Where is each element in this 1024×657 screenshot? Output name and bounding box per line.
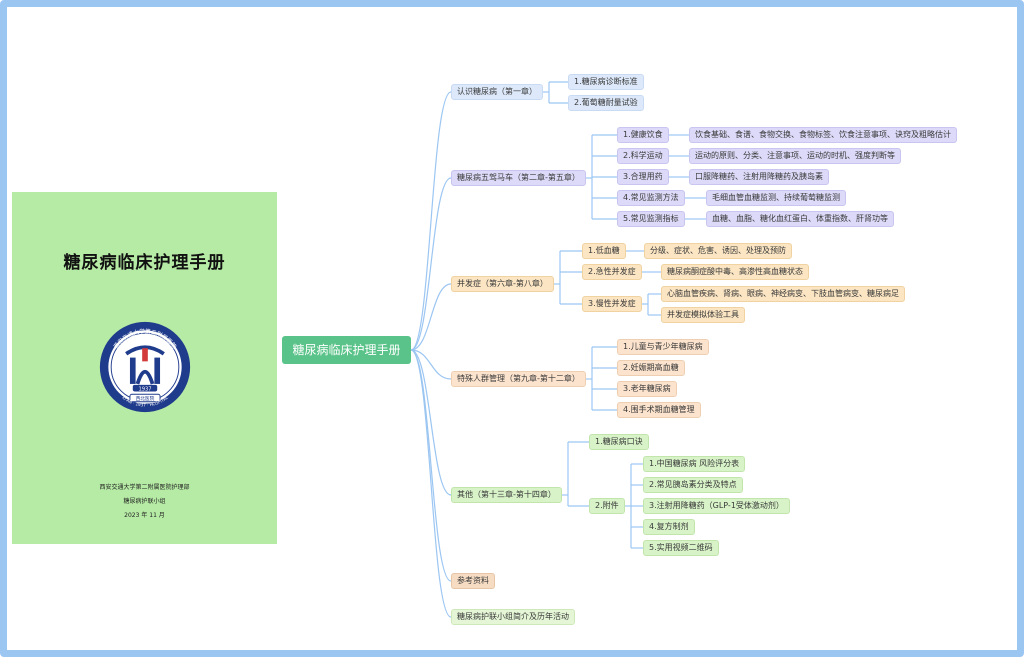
connector-branch-references xyxy=(410,349,452,582)
node-hypoglycemia[interactable]: 1.低血糖 xyxy=(582,243,626,259)
hospital-seal-icon: 1937 西北医院 西安交通大学第二附属医院 XI'AN · 1937 · HO… xyxy=(99,321,191,413)
node-ogtt[interactable]: 2.葡萄糖耐量试验 xyxy=(568,95,644,111)
detail-chronic-complications[interactable]: 心脑血管疾病、肾病、眼病、神经病变、下肢血管病变、糖尿病足 xyxy=(661,286,905,302)
cover-panel: 糖尿病临床护理手册 1937 西北医院 西安交通大学第二附属医院 XI'AN ·… xyxy=(12,192,277,544)
detail-acute-complications[interactable]: 糖尿病酮症酸中毒、高渗性高血糖状态 xyxy=(661,264,809,280)
appendix-glp1[interactable]: 3.注射用降糖药（GLP-1受体激动剂） xyxy=(643,498,790,514)
branch-complications[interactable]: 并发症（第六章-第八章） xyxy=(451,276,554,292)
detail-hypoglycemia[interactable]: 分级、症状、危害、诱因、处理及预防 xyxy=(644,243,792,259)
detail-monitoring-indicators[interactable]: 血糖、血脂、糖化血红蛋白、体重指数、肝肾功等 xyxy=(706,211,894,227)
mindmap-root[interactable]: 糖尿病临床护理手册 xyxy=(282,336,411,364)
cover-org-line1: 西安交通大学第二附属医院护理部 xyxy=(99,484,190,491)
node-appendix[interactable]: 2.附件 xyxy=(589,498,625,514)
node-chronic-complications[interactable]: 3.慢性并发症 xyxy=(582,296,642,312)
node-monitoring-methods[interactable]: 4.常见监测方法 xyxy=(617,190,685,206)
appendix-compound[interactable]: 4.复方制剂 xyxy=(643,519,695,535)
node-exercise[interactable]: 2.科学运动 xyxy=(617,148,669,164)
appendix-qr-videos[interactable]: 5.实用视频二维码 xyxy=(643,540,719,556)
node-medication[interactable]: 3.合理用药 xyxy=(617,169,669,185)
connector-branch-five-carriages xyxy=(410,177,452,351)
branch-five-carriages[interactable]: 糖尿病五驾马车（第二章-第五章） xyxy=(451,170,586,186)
connector-branch-team-intro xyxy=(410,349,452,618)
seal-ribbon: 西北医院 xyxy=(136,395,155,402)
node-diagnosis-criteria[interactable]: 1.糖尿病诊断标准 xyxy=(568,74,644,90)
node-mnemonics[interactable]: 1.糖尿病口诀 xyxy=(589,434,649,450)
cover-title: 糖尿病临床护理手册 xyxy=(63,253,226,273)
connector-branch-complications xyxy=(410,283,452,351)
seal-year: 1937 xyxy=(138,387,151,393)
node-healthy-diet[interactable]: 1.健康饮食 xyxy=(617,127,669,143)
detail-healthy-diet[interactable]: 饮食基础、食谱、食物交换、食物标签、饮食注意事项、诀窍及粗略估计 xyxy=(689,127,957,143)
branch-references[interactable]: 参考资料 xyxy=(451,573,495,589)
node-perioperative[interactable]: 4.围手术期血糖管理 xyxy=(617,402,701,418)
branch-others[interactable]: 其他（第十三章-第十四章） xyxy=(451,487,562,503)
node-acute-complications[interactable]: 2.急性并发症 xyxy=(582,264,642,280)
branch-team-intro[interactable]: 糖尿病护联小组简介及历年活动 xyxy=(451,609,575,625)
detail-simulation-tools[interactable]: 并发症模拟体验工具 xyxy=(661,307,745,323)
node-elderly[interactable]: 3.老年糖尿病 xyxy=(617,381,677,397)
connector-branch-chapter1 xyxy=(410,91,452,351)
appendix-insulin-types[interactable]: 2.常见胰岛素分类及特点 xyxy=(643,477,743,493)
detail-medication[interactable]: 口服降糖药、注射用降糖药及胰岛素 xyxy=(689,169,829,185)
branch-special-populations[interactable]: 特殊人群管理（第九章-第十二章） xyxy=(451,371,586,387)
appendix-risk-score[interactable]: 1.中国糖尿病 风险评分表 xyxy=(643,456,746,472)
cover-org-line2: 糖尿病护联小组 xyxy=(123,498,166,505)
connector-branch-special-populations xyxy=(410,349,452,380)
branch-chapter1[interactable]: 认识糖尿病（第一章） xyxy=(451,84,543,100)
detail-monitoring-methods[interactable]: 毛细血管血糖监测、持续葡萄糖监测 xyxy=(706,190,846,206)
node-children-diabetes[interactable]: 1.儿童与青少年糖尿病 xyxy=(617,339,709,355)
node-monitoring-indicators[interactable]: 5.常见监测指标 xyxy=(617,211,685,227)
connector-branch-others xyxy=(410,349,452,496)
node-pregnancy[interactable]: 2.妊娠期高血糖 xyxy=(617,360,685,376)
detail-exercise[interactable]: 运动的原则、分类、注意事项、运动的时机、强度判断等 xyxy=(689,148,901,164)
cover-date: 2023 年 11 月 xyxy=(124,512,165,519)
